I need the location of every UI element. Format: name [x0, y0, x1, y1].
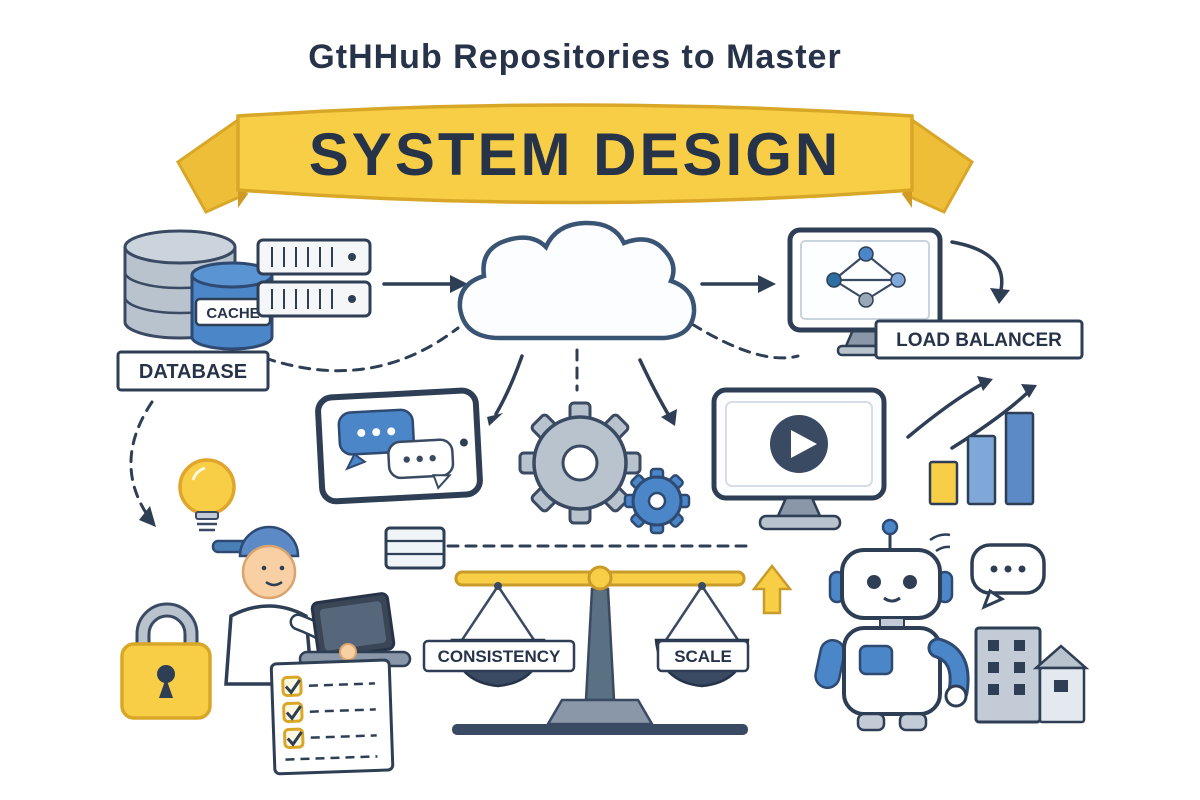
load-balancer-label: LOAD BALANCER	[896, 330, 1062, 351]
padlock-icon	[120, 602, 212, 720]
arrow-monitor-down	[950, 240, 1010, 304]
banner-text: SYSTEM DESIGN	[309, 121, 841, 188]
banner-ribbon: SYSTEM DESIGN	[176, 103, 974, 214]
list-icon	[384, 526, 446, 570]
growth-arrows-icon	[906, 376, 1037, 450]
arrow-cloud-to-tablet	[487, 354, 524, 426]
banner-tail-right	[902, 117, 974, 214]
cap-icon	[238, 525, 300, 558]
banner-tail-left	[176, 117, 248, 214]
video-monitor-icon	[711, 387, 887, 531]
balance-scale: CONSISTENCY SCALE	[422, 565, 750, 735]
database-label: DATABASE	[139, 361, 247, 383]
network-graph-icon	[826, 246, 906, 308]
robot-arm-left	[814, 639, 846, 689]
consistency-label: CONSISTENCY	[438, 647, 561, 666]
chat-bubble-white	[387, 438, 455, 490]
robot-icon	[814, 518, 970, 732]
arrow-servers-to-cloud	[382, 275, 468, 293]
scale-pan: SCALE	[654, 582, 750, 688]
arrow-cloud-to-monitor	[700, 275, 776, 293]
scale-ground-bar	[452, 724, 748, 735]
robot-hand	[944, 684, 968, 708]
up-arrow-icon	[751, 563, 793, 615]
scale-knob	[587, 565, 613, 591]
scale-post	[584, 587, 616, 702]
server-rack-icon	[256, 238, 372, 318]
tablet-chat-icon	[315, 387, 483, 505]
robot-chest-panel	[858, 644, 894, 676]
dashed-cloud-to-monitor	[690, 322, 800, 360]
load-balancer-label-box: LOAD BALANCER	[874, 319, 1084, 360]
arrow-cloud-to-gears	[638, 358, 677, 426]
face	[241, 544, 297, 600]
consistency-pan: CONSISTENCY	[422, 582, 576, 688]
motion-lines	[929, 533, 951, 542]
cache-cylinder-icon: CACHE	[190, 261, 274, 351]
tablet-camera-dot	[459, 438, 468, 447]
antenna	[881, 518, 899, 536]
database-label-box: DATABASE	[116, 350, 270, 392]
checklist-icon	[269, 658, 395, 776]
lightbulb-icon	[178, 458, 236, 532]
robot-head	[840, 548, 942, 620]
dashed-db-to-cloud	[263, 326, 460, 373]
bar-chart-icon	[928, 411, 1035, 506]
banner-band	[236, 103, 914, 205]
scale-label: SCALE	[674, 647, 732, 666]
cache-label: CACHE	[206, 305, 259, 322]
dashed-arc-arrow-left	[129, 400, 156, 527]
cloud-icon	[457, 220, 697, 341]
speech-bubble-icon	[970, 543, 1046, 610]
scale-foot	[545, 698, 655, 726]
small-gear	[623, 467, 691, 535]
big-gear	[518, 401, 642, 525]
page-title: GtHHub Repositories to Master	[308, 38, 841, 76]
hand	[339, 643, 357, 661]
buildings-icon	[974, 626, 1090, 724]
gears-icon	[518, 401, 691, 535]
